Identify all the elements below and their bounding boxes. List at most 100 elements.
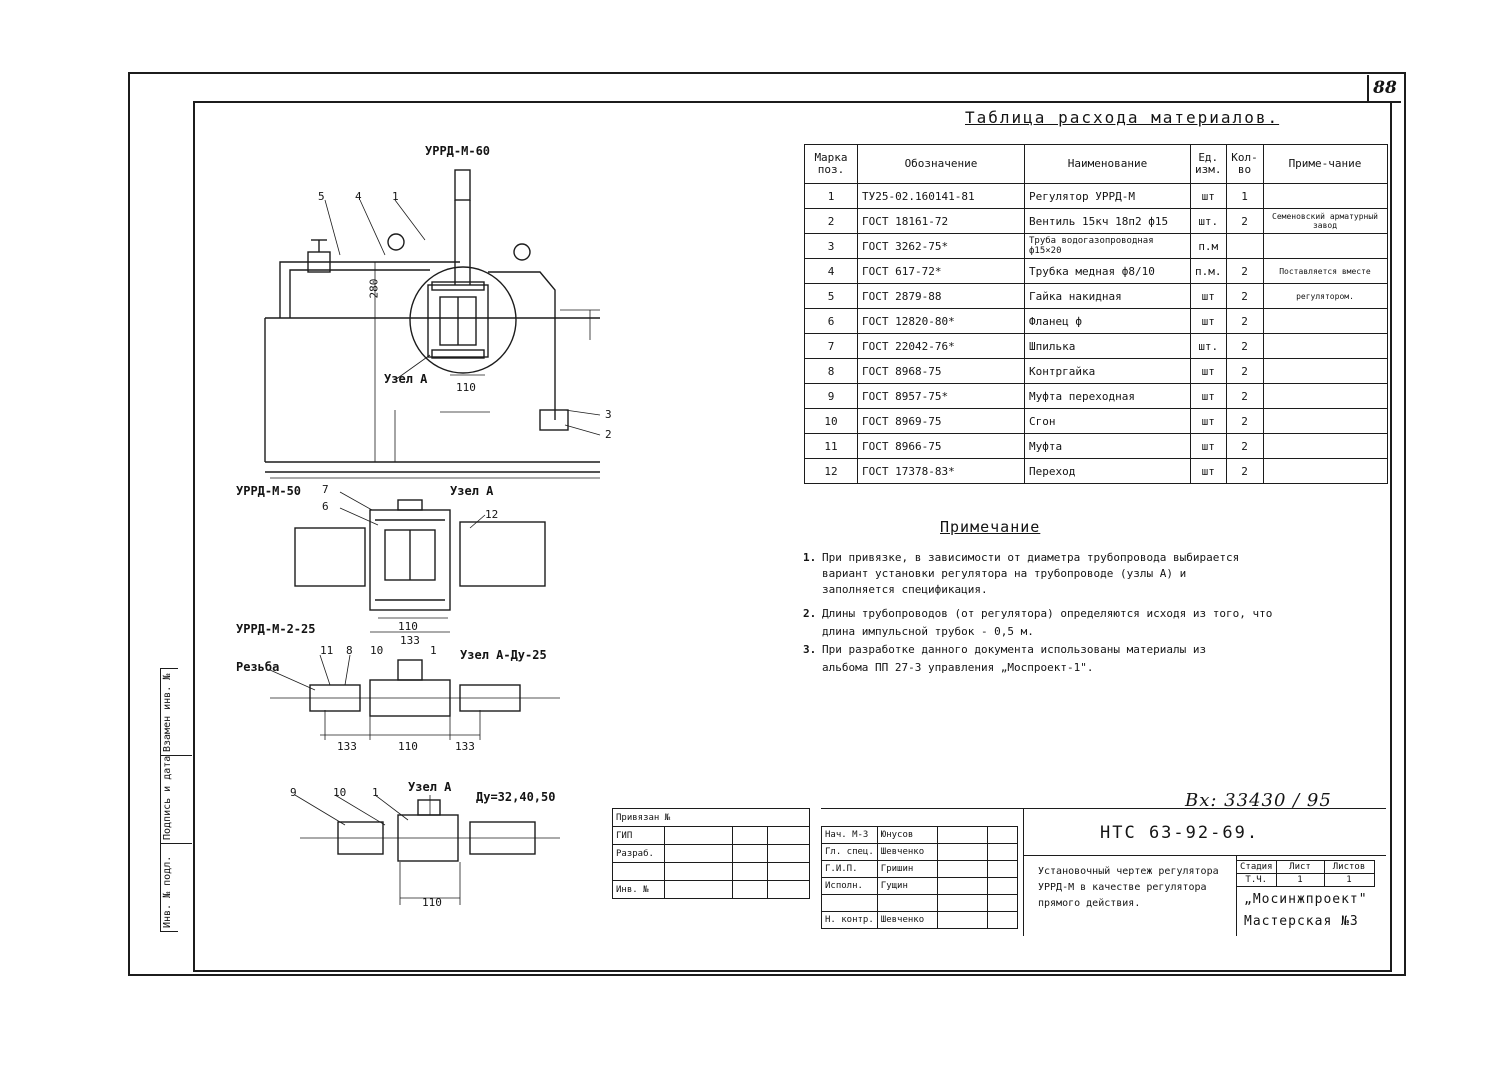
cell-qty: 2 <box>1225 333 1264 359</box>
cell-mark: 11 <box>804 433 858 459</box>
stage-header: Стадия <box>1236 860 1277 874</box>
table-header-row: Марка поз. Обозначение Наименование Ед. … <box>804 144 1388 184</box>
cell-note <box>1262 358 1388 384</box>
callout-2: 2 <box>605 428 612 441</box>
cell-qty: 2 <box>1225 408 1264 434</box>
label-urrd-m-2-25: УРРД-М-2-25 <box>236 622 316 636</box>
cell-designation: ГОСТ 2879-88 <box>857 283 1025 309</box>
stamp-blank <box>612 862 665 881</box>
sig-person: Гущин <box>876 877 938 895</box>
cell-name: Регулятор УРРД-М <box>1024 183 1191 209</box>
cell-note <box>1262 233 1388 259</box>
org-workshop: Мастерская №3 <box>1244 914 1359 929</box>
sig-person: Шевченко <box>876 843 938 861</box>
cell-designation: ГОСТ 617-72* <box>857 258 1025 284</box>
signature-row <box>821 894 1018 912</box>
dim-110-c: 110 <box>398 740 418 753</box>
cell-mark: 3 <box>804 233 858 259</box>
cell-mark: 4 <box>804 258 858 284</box>
cell-designation: ГОСТ 18161-72 <box>857 208 1025 234</box>
col-header-designation: Обозначение <box>857 144 1025 184</box>
cell-qty: 2 <box>1225 358 1264 384</box>
cell-note: Семеновский арматурный завод <box>1262 208 1388 234</box>
cell-designation: ГОСТ 8969-75 <box>857 408 1025 434</box>
cell-mark: 9 <box>804 383 858 409</box>
label-uzel-a-2: Узел А <box>450 484 494 498</box>
dim-133-right: 133 <box>455 740 475 753</box>
sheet-inner-frame <box>193 101 1392 972</box>
cell-note <box>1262 183 1388 209</box>
engineering-drawings <box>264 169 601 905</box>
cell-unit: шт <box>1190 383 1227 409</box>
col-header-qty: Кол-во <box>1225 144 1264 184</box>
dim-110-d: 110 <box>422 896 442 909</box>
note-3-line-2: альбома ПП 27-3 управления „Моспроект-1"… <box>822 661 1094 674</box>
callout-8: 8 <box>346 644 353 657</box>
org-name: „Мосинжпроект" <box>1244 892 1368 907</box>
materials-table: Марка поз. Обозначение Наименование Ед. … <box>804 144 1388 484</box>
cell-note: регулятором. <box>1262 283 1388 309</box>
main-assembly-drawing <box>264 169 601 479</box>
col-header-unit: Ед. изм. <box>1190 144 1227 184</box>
cell-unit: шт <box>1190 458 1227 484</box>
table-row: 5 ГОСТ 2879-88 Гайка накидная шт 2 регул… <box>804 283 1388 309</box>
title-block <box>821 808 1386 937</box>
col-header-name: Наименование <box>1024 144 1191 184</box>
side-divider <box>160 755 192 756</box>
cell-qty: 1 <box>1225 183 1264 209</box>
uzel-a-drawing <box>294 491 546 633</box>
cell-designation: ГОСТ 8968-75 <box>857 358 1025 384</box>
stage-value: Т.Ч. <box>1236 873 1277 887</box>
cell-qty <box>1225 233 1264 259</box>
materials-table-title: Таблица расхода материалов. <box>965 108 1280 127</box>
binding-stamp: Привязан № ГИП Разраб. Инв. № <box>612 808 810 899</box>
cell-designation: ГОСТ 8966-75 <box>857 433 1025 459</box>
callout-1: 1 <box>392 190 399 203</box>
cell-designation: ГОСТ 3262-75* <box>857 233 1025 259</box>
callout-1-c: 1 <box>372 786 379 799</box>
cell-designation: ГОСТ 22042-76* <box>857 333 1025 359</box>
cell-mark: 12 <box>804 458 858 484</box>
uzel-a-du25-drawing <box>269 654 560 740</box>
cell-name: Муфта <box>1024 433 1191 459</box>
cell-note: Поставляется вместе <box>1262 258 1388 284</box>
note-2-num: 2. <box>803 607 817 620</box>
table-row: 6 ГОСТ 12820-80* Фланец ф шт 2 <box>804 308 1388 334</box>
dim-280: 280 <box>367 278 381 299</box>
dim-110-b: 110 <box>398 620 418 633</box>
table-row: 2 ГОСТ 18161-72 Вентиль 15кч 18п2 ф15 шт… <box>804 208 1388 234</box>
table-row: 7 ГОСТ 22042-76* Шпилька шт. 2 <box>804 333 1388 359</box>
cell-unit: шт <box>1190 308 1227 334</box>
callout-12: 12 <box>485 508 499 521</box>
inventory-number: Вх: 33430 / 95 <box>1185 790 1332 811</box>
stamp-inv: Инв. № <box>612 880 665 899</box>
table-row: 10 ГОСТ 8969-75 Сгон шт 2 <box>804 408 1388 434</box>
table-row: 8 ГОСТ 8968-75 Контргайка шт 2 <box>804 358 1388 384</box>
cell-qty: 2 <box>1225 458 1264 484</box>
cell-name: Трубка медная ф8/10 <box>1024 258 1191 284</box>
cell-name: Гайка накидная <box>1024 283 1191 309</box>
sig-role: Исполн. <box>821 877 878 895</box>
sheets-value: 1 <box>1323 873 1375 887</box>
cell-note <box>1262 458 1388 484</box>
cell-note <box>1262 433 1388 459</box>
cell-name: Вентиль 15кч 18п2 ф15 <box>1024 208 1191 234</box>
label-urrd-m-50: УРРД-М-50 <box>236 484 302 498</box>
cell-qty: 2 <box>1225 433 1264 459</box>
cell-unit: шт <box>1190 408 1227 434</box>
cell-unit: шт. <box>1190 208 1227 234</box>
sig-role: Н. контр. <box>821 911 878 929</box>
cell-unit: шт <box>1190 358 1227 384</box>
note-3-num: 3. <box>803 643 817 656</box>
cell-unit: шт <box>1190 183 1227 209</box>
cell-designation: ТУ25-02.160141-81 <box>857 183 1025 209</box>
label-uzel-a: Узел А <box>384 372 428 386</box>
cell-note <box>1262 308 1388 334</box>
dim-110: 110 <box>456 381 476 394</box>
cell-qty: 2 <box>1225 308 1264 334</box>
sig-person: Юнусов <box>876 826 938 844</box>
sheets-header: Листов <box>1323 860 1375 874</box>
callout-6: 6 <box>322 500 329 513</box>
cell-qty: 2 <box>1225 258 1264 284</box>
